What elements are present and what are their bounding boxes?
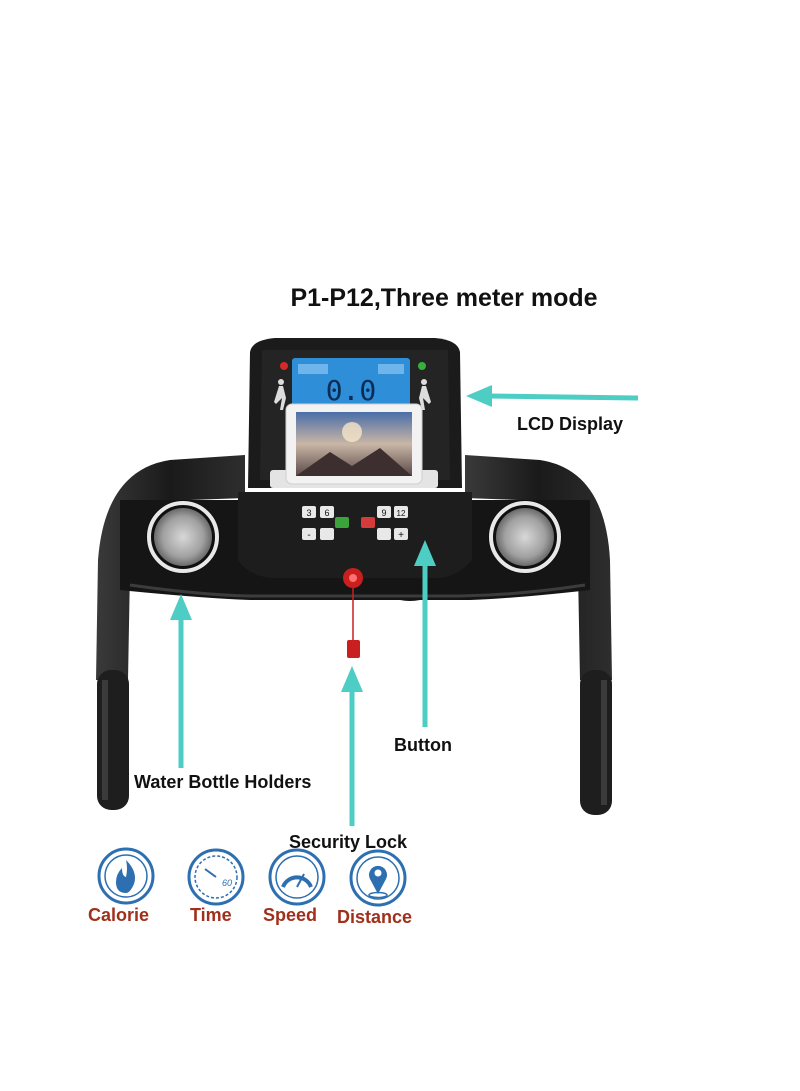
key-3[interactable] — [302, 506, 316, 518]
control-panel — [238, 492, 472, 578]
stopwatch-icon: 60 — [187, 848, 245, 906]
mode-key-right[interactable] — [377, 528, 391, 540]
speed-label: Speed — [263, 905, 318, 925]
svg-text:6: 6 — [324, 508, 329, 518]
stop-key[interactable] — [361, 517, 375, 528]
security-lock[interactable] — [343, 568, 363, 658]
flame-icon — [97, 847, 155, 905]
speed-up-key[interactable] — [394, 528, 408, 540]
arrow-water-bottle — [170, 594, 192, 768]
time-label: Time — [190, 905, 232, 925]
tablet-holder — [270, 403, 438, 488]
start-key[interactable] — [335, 517, 349, 528]
runner-icon-left — [274, 379, 286, 410]
page-title: P1-P12,Three meter mode — [290, 284, 598, 312]
mode-key-left[interactable] — [320, 528, 334, 540]
map-pin-icon — [349, 849, 407, 907]
calorie-label: Calorie — [88, 905, 150, 925]
arrow-lcd — [466, 385, 639, 407]
lcd-display-label: LCD Display — [517, 414, 624, 434]
svg-text:12: 12 — [397, 509, 406, 518]
svg-text:-: - — [307, 530, 310, 541]
runner-icon-right — [419, 379, 431, 410]
arrow-security-lock — [341, 666, 363, 826]
lcd-reading: 0.0 — [326, 374, 377, 407]
svg-text:3: 3 — [306, 508, 311, 518]
security-lock-label: Security Lock — [289, 832, 408, 852]
key-6[interactable] — [320, 506, 334, 518]
water-bottle-holder-right — [488, 500, 562, 574]
water-bottle-holder-left — [146, 500, 220, 574]
svg-text:+: + — [398, 530, 404, 541]
arrow-button — [414, 540, 436, 727]
water-bottle-holders-label: Water Bottle Holders — [134, 772, 312, 792]
key-9[interactable] — [377, 506, 391, 518]
distance-label: Distance — [337, 907, 413, 927]
svg-text:60: 60 — [222, 878, 232, 888]
speedometer-icon — [268, 848, 326, 906]
speed-down-key[interactable] — [302, 528, 316, 540]
button-label: Button — [394, 735, 452, 755]
svg-text:9: 9 — [381, 508, 386, 518]
key-12[interactable] — [394, 506, 408, 518]
keypad: 3 6 9 12 - + — [302, 506, 408, 541]
